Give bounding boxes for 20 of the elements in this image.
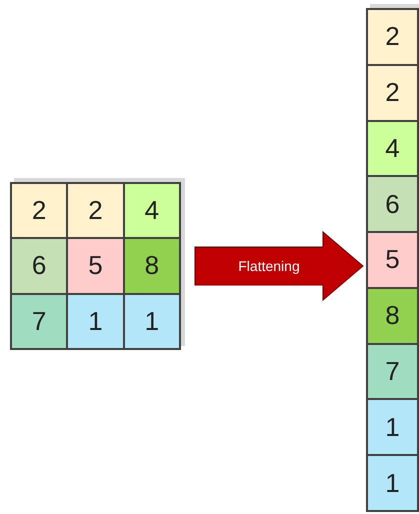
number-cell: 1 <box>124 294 180 349</box>
number-cell: 2 <box>367 9 418 65</box>
number-cell: 6 <box>11 238 68 294</box>
number-cell: 7 <box>11 294 68 349</box>
number-cell: 4 <box>124 183 180 238</box>
number-cell: 8 <box>367 288 418 344</box>
number-cell: 2 <box>367 64 418 121</box>
number-cell: 1 <box>67 294 124 349</box>
number-cell: 5 <box>67 238 124 294</box>
number-cell: 2 <box>67 183 124 238</box>
number-cell: 8 <box>124 238 180 294</box>
number-cell: 5 <box>367 232 418 288</box>
number-cell: 1 <box>367 399 418 456</box>
edge-label: Flattening <box>238 258 300 274</box>
number-cell: 4 <box>367 120 418 176</box>
number-cell: 1 <box>367 455 418 511</box>
number-cell: 6 <box>367 176 418 232</box>
block-arrow <box>194 230 364 302</box>
number-cell: 7 <box>367 344 418 400</box>
number-cell: 2 <box>11 183 68 238</box>
